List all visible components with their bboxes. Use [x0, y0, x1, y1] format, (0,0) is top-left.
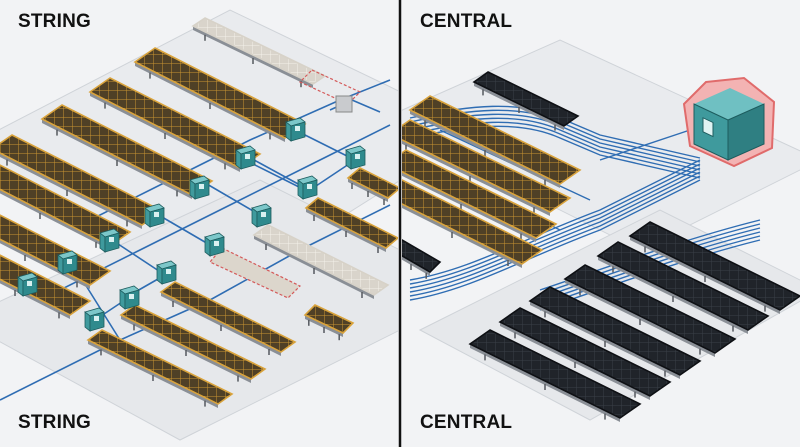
removed-inverter-icon — [336, 96, 352, 112]
string-inverter-icon-5-display — [67, 259, 72, 264]
string-inverter-icon-1-display — [245, 154, 250, 159]
string-inverter-icon-4-display — [109, 237, 114, 242]
string-inverter-icon-2-display — [199, 184, 204, 189]
string-inverter-icon-12-display — [129, 294, 134, 299]
string-title-bottom: STRING — [18, 412, 91, 434]
string-title-top: STRING — [18, 11, 91, 33]
string-inverter-icon-13-display — [94, 316, 99, 321]
string-inverter-icon-9-display — [261, 212, 266, 217]
string-inverter-icon-0-display — [295, 126, 300, 131]
central-layout-panel — [380, 0, 800, 447]
string-inverter-icon-7-display — [355, 154, 360, 159]
string-inverter-icon-11-display — [166, 269, 171, 274]
central-title-bottom: CENTRAL — [420, 412, 512, 434]
string-inverter-icon-10-display — [214, 241, 219, 246]
string-inverter-icon-3-display — [154, 212, 159, 217]
string-inverter-icon-6-display — [27, 281, 32, 286]
central-title-top: CENTRAL — [420, 11, 512, 33]
string-inverter-icon-8-display — [307, 184, 312, 189]
